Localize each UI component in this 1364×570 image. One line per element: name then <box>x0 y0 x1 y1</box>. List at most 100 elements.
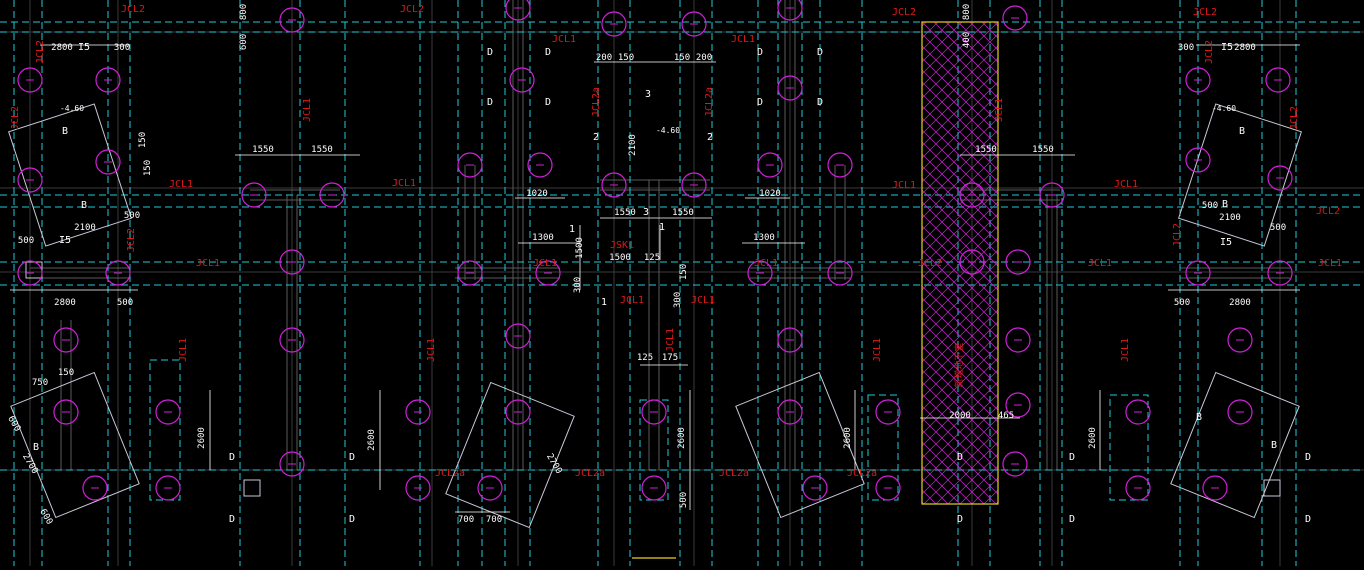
dim-label: 2600 <box>843 427 853 449</box>
dim-label: 2800 <box>1234 43 1256 53</box>
beam-label: JCL1 <box>392 178 416 189</box>
dim-label: 2800 <box>51 43 73 53</box>
cap-tag-b: B <box>62 126 68 137</box>
pile-circle <box>1039 182 1065 208</box>
pile-circle <box>17 167 43 193</box>
grid-tag-d: D <box>487 97 493 108</box>
dim-label: 1550 <box>614 208 636 218</box>
pile-circle <box>777 327 803 353</box>
cap-tag-b: B <box>1271 440 1277 451</box>
beam-label: JCL2 <box>1193 7 1217 18</box>
dim-label: 1550 <box>1032 145 1054 155</box>
small-square <box>25 261 43 279</box>
pile-circle <box>155 475 181 501</box>
beam-label: JCL1 <box>196 258 220 269</box>
beam-label: JCL2 <box>1289 106 1300 130</box>
dim-label: 2600 <box>367 429 377 451</box>
marker-1: 1 <box>601 297 607 308</box>
hatch-note: 新增地下室 <box>953 342 965 387</box>
pile-circle <box>777 0 803 21</box>
dim-label: 700 <box>458 515 474 525</box>
cap-outline <box>149 359 181 501</box>
cap-label: JSK1 <box>610 240 634 251</box>
pile-circle <box>527 152 553 178</box>
pile-circle <box>1002 451 1028 477</box>
grid-tag-d: D <box>1069 452 1075 463</box>
dim-label: 800 <box>239 4 249 20</box>
dim-label: 1550 <box>252 145 274 155</box>
dim-label: 1020 <box>526 189 548 199</box>
elevation-label: -4.60 <box>60 104 84 113</box>
pile-circle <box>17 67 43 93</box>
pile-circle <box>1005 249 1031 275</box>
cap-tag-b: B <box>1196 412 1202 423</box>
dim-label: 500 <box>1174 298 1190 308</box>
beam-label: JCL1 <box>169 179 193 190</box>
dim-label: 2800 <box>54 298 76 308</box>
dim-label: 150 <box>58 368 74 378</box>
cap-outline <box>867 394 899 501</box>
pile-circle <box>1202 475 1228 501</box>
rotated-caps <box>8 103 1302 529</box>
pile-circle <box>95 149 121 175</box>
pile-circle <box>457 152 483 178</box>
cap-outline <box>1109 394 1149 501</box>
pile-circle <box>875 399 901 425</box>
beam-label: JCL2 <box>1172 223 1183 247</box>
dim-label: 500 <box>1202 201 1218 211</box>
dim-label: 1020 <box>759 189 781 199</box>
pile-circle <box>802 475 828 501</box>
beam-label: JCL2 <box>10 106 21 130</box>
beam-label: JCL1 <box>665 328 676 352</box>
pile-circle <box>641 399 667 425</box>
pile-circle <box>1267 165 1293 191</box>
grid-tag-d: D <box>487 47 493 58</box>
beam-label: JCL2 <box>400 4 424 15</box>
dim-label: 2100 <box>74 223 96 233</box>
pile-circle <box>241 182 267 208</box>
grid-tag-d: D <box>757 47 763 58</box>
pile-circle <box>827 152 853 178</box>
dim-label: 2600 <box>677 427 687 449</box>
tag-i5: I5 <box>78 42 90 53</box>
beam-label: JCL2 <box>121 4 145 15</box>
pile-circle <box>1185 260 1211 286</box>
dim-label: 2100 <box>1219 213 1241 223</box>
pile-circle <box>405 475 431 501</box>
beam-label: JCL1 <box>994 98 1005 122</box>
elevation-label: -4.60 <box>1212 104 1236 113</box>
pile-circle <box>959 182 985 208</box>
pile-circle <box>535 260 561 286</box>
dim-label: 2700 <box>544 452 564 476</box>
pile-circle <box>1125 475 1151 501</box>
pile-circle <box>405 399 431 425</box>
dim-label: 500 <box>18 236 34 246</box>
pile-circle <box>1005 327 1031 353</box>
grid-tag-d: D <box>349 452 355 463</box>
pile-circle <box>1125 399 1151 425</box>
dim-label: 400 <box>962 32 972 48</box>
dim-label: 200 <box>596 53 612 63</box>
dim-label: 200 <box>696 53 712 63</box>
dim-label: 1500 <box>575 237 585 259</box>
pile-circle <box>53 327 79 353</box>
grid-tag-d: D <box>545 97 551 108</box>
beam-label: JCL2a <box>847 468 877 479</box>
beam-label: JCL1 <box>1120 338 1131 362</box>
pile-circle <box>681 172 707 198</box>
tag-i5: I5 <box>1220 237 1232 248</box>
beam-label: JCL2 <box>35 40 46 64</box>
pile-circle <box>155 399 181 425</box>
pile-circle <box>681 11 707 37</box>
dim-label: 2100 <box>628 134 638 156</box>
dim-label: 300 <box>573 277 583 293</box>
grid-tag-d: D <box>1069 514 1075 525</box>
pile-circle <box>505 399 531 425</box>
beam-label: JCL1 <box>1318 258 1342 269</box>
pile-circle <box>279 451 305 477</box>
pile-circle <box>319 182 345 208</box>
dim-label: 150 <box>138 132 148 148</box>
rotated-pile-cap <box>10 371 140 519</box>
grid-tag-d: D <box>545 47 551 58</box>
